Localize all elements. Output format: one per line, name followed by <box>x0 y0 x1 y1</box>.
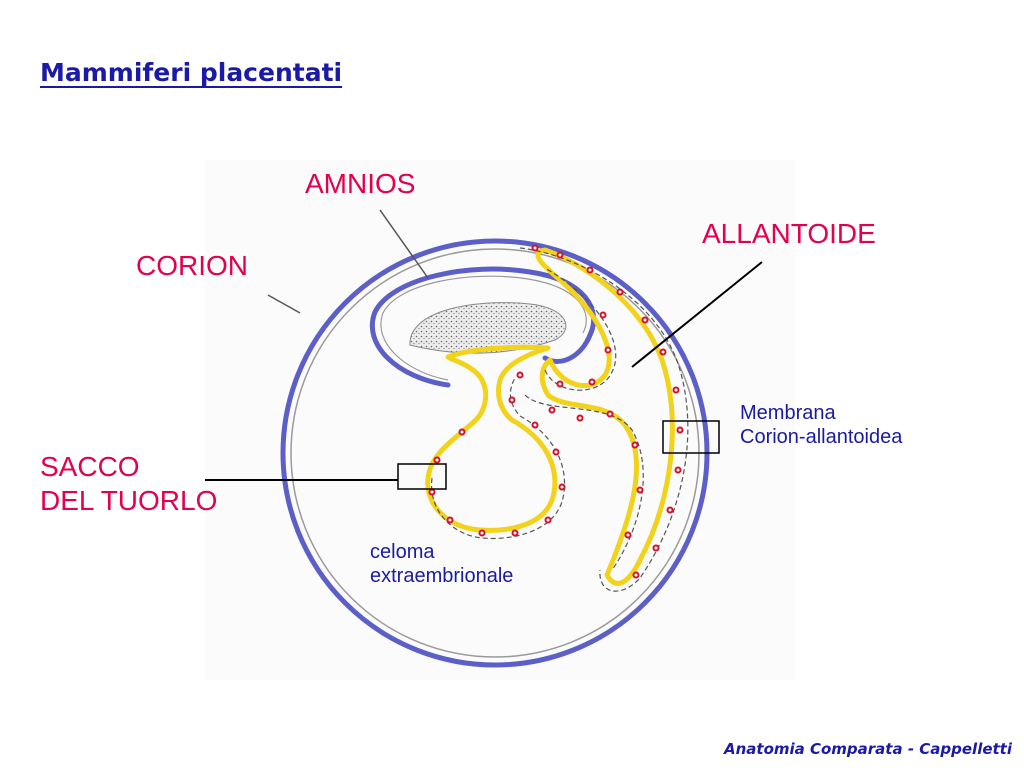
label-amnios: AMNIOS <box>305 168 416 199</box>
label-membrana-line1: Membrana <box>740 402 836 424</box>
label-sacco-del-tuorlo: SACCO DEL TUORLO <box>40 450 217 518</box>
corion-leader <box>267 294 301 314</box>
blood-vessels <box>428 244 684 579</box>
yolk-sac-detail-box <box>397 463 447 490</box>
page-title: Mammiferi placentati <box>40 58 343 87</box>
amnios-leader <box>379 209 429 279</box>
allantois-mesoderm-limb <box>524 394 644 571</box>
footer-credit: Anatomia Comparata - Cappelletti <box>723 740 1012 758</box>
amnion-membrane <box>369 266 597 388</box>
yolk-sac-wall <box>425 344 558 533</box>
label-celoma-line1: celoma <box>370 541 435 563</box>
label-celoma-line2: extraembrionale <box>370 565 514 587</box>
label-sacco-line1: SACCO <box>40 451 140 482</box>
embryonic-disc <box>409 302 567 354</box>
label-celoma-extraembrionale: celoma extraembrionale <box>370 540 513 588</box>
membrane-detail-box <box>662 420 720 454</box>
label-sacco-line2: DEL TUORLO <box>40 485 218 516</box>
allantois-mesoderm-outer <box>519 247 689 592</box>
allantoide-leader <box>631 261 763 368</box>
label-membrana-corion-allantoidea: Membrana Corion-allantoidea <box>740 401 902 449</box>
label-corion: CORION <box>136 250 248 281</box>
yolk-sac-mesoderm <box>431 377 566 540</box>
label-allantoide: ALLANTOIDE <box>702 218 876 249</box>
label-membrana-line2: Corion-allantoidea <box>740 426 903 448</box>
allantois-mesoderm-inner <box>544 267 617 391</box>
